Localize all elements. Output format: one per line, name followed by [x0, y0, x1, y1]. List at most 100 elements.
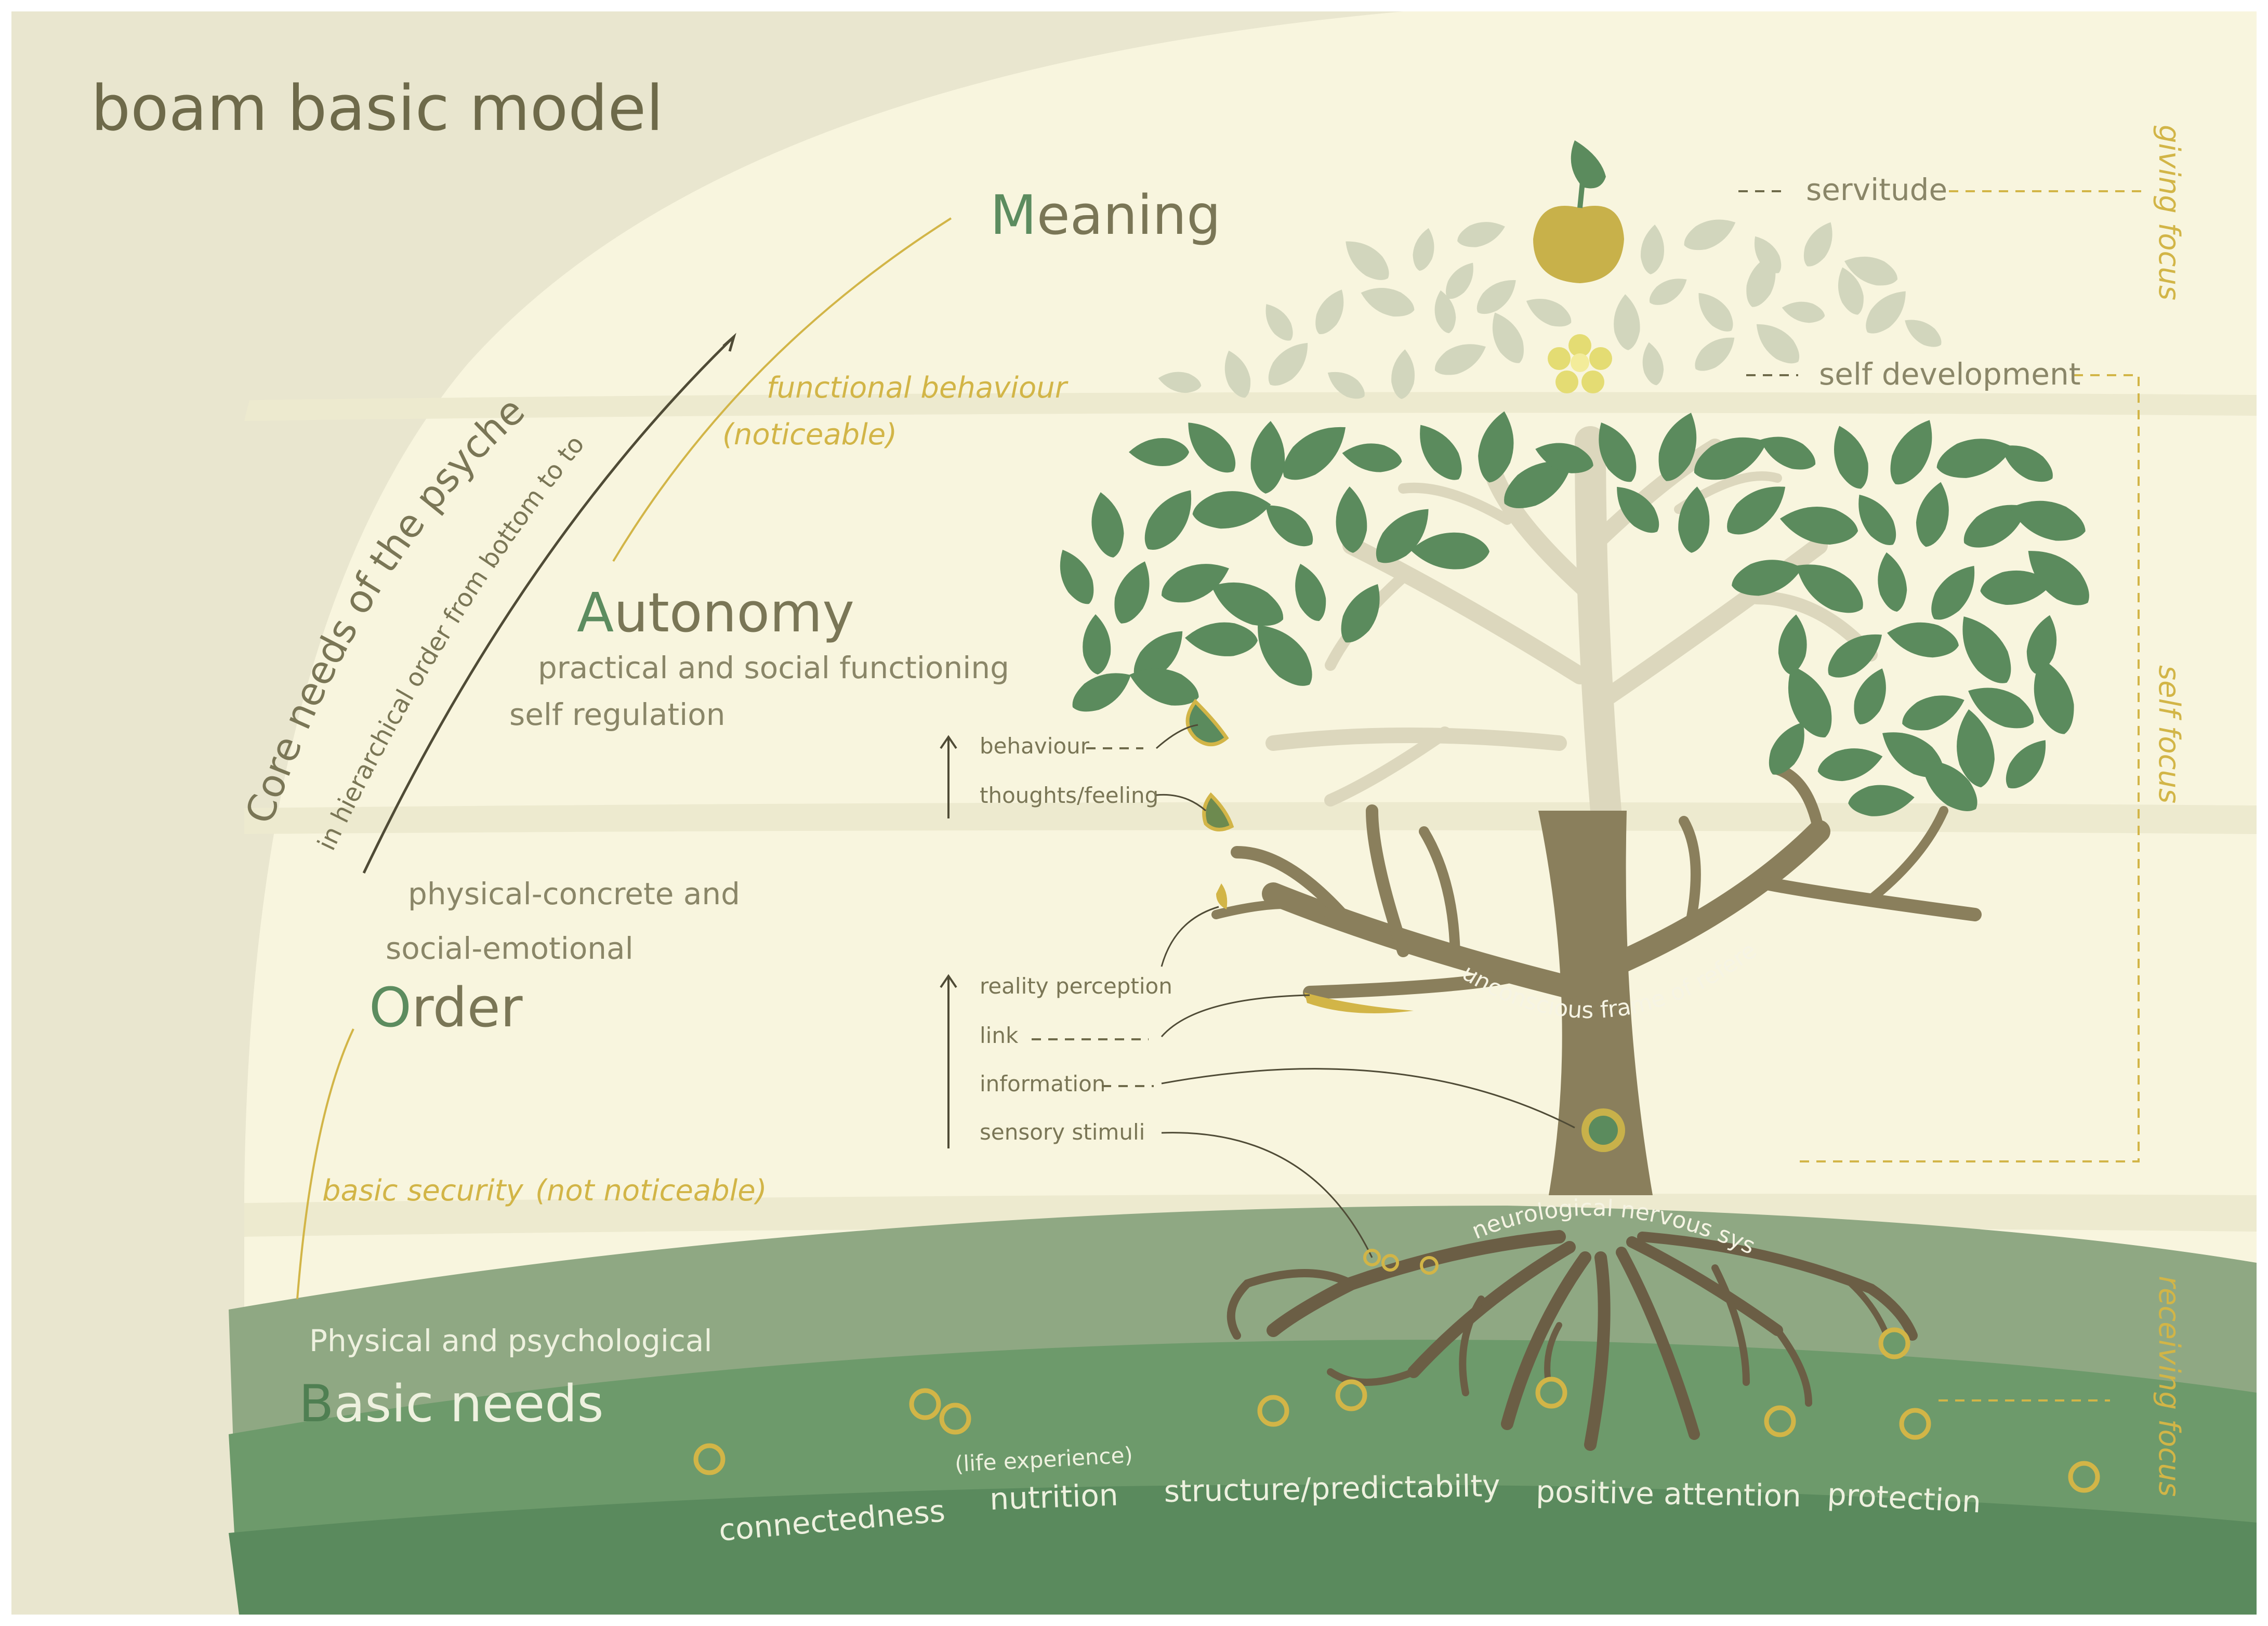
leaf-icon	[1158, 372, 1202, 393]
leaf-icon	[1420, 425, 1462, 480]
nutrient-circle-icon	[1878, 1327, 1910, 1359]
leaf-icon	[1361, 288, 1415, 317]
falling-leaves	[1185, 698, 1414, 1013]
nutrient-circle-icon	[909, 1388, 941, 1420]
autonomy-description-2: self regulation	[509, 697, 725, 732]
leaf-icon	[1754, 236, 1782, 273]
leaf-icon	[1890, 420, 1932, 485]
leaf-icon	[1265, 505, 1313, 547]
leaf-icon	[1838, 267, 1864, 315]
ground-dark	[229, 1484, 2257, 1615]
leaf-icon	[1133, 631, 1183, 680]
leaf-icon	[1188, 422, 1236, 473]
leaf-icon	[1921, 760, 1977, 811]
leaf-icon	[1268, 342, 1308, 386]
leaf-icon	[1649, 279, 1687, 305]
leaf-icon	[1727, 486, 1786, 535]
leaf-icon	[1778, 614, 1807, 675]
leaf-icon	[1129, 668, 1199, 706]
leaf-icon	[2028, 551, 2089, 605]
leaf-icon	[1476, 280, 1516, 314]
information-label: information	[980, 1071, 1105, 1096]
leaf-icon	[1258, 625, 1312, 686]
giving-focus-label: giving focus	[2152, 125, 2186, 300]
nutrient-circles	[693, 1327, 2100, 1493]
need-positive-attention: positive attention	[1536, 1474, 1802, 1514]
flower-icon	[1548, 334, 1612, 393]
basic-needs-intro: Physical and psychological	[309, 1323, 713, 1358]
thoughts-feeling-label: thoughts/feeling	[980, 783, 1158, 808]
leaf-icon	[1346, 241, 1389, 280]
level-basic-needs: Basic needs	[299, 1374, 604, 1434]
link-label: link	[980, 1023, 1019, 1048]
leaf-icon	[1905, 320, 1942, 347]
leaf-icon	[1341, 584, 1380, 643]
sensory-stimuli-label: sensory stimuli	[980, 1119, 1145, 1145]
leaf-icon	[1968, 688, 2034, 729]
leaf-icon	[1684, 219, 1736, 250]
leaf-icon	[1769, 722, 1804, 775]
leaf-icon	[1083, 614, 1111, 675]
behaviour-label: behaviour	[980, 733, 1090, 759]
leaf-icon	[1962, 616, 2011, 683]
pale-branches	[1265, 426, 1878, 826]
autonomy-description-1: practical and social functioning	[538, 650, 1009, 685]
leaf-icon	[1445, 262, 1473, 299]
divider-middle	[244, 802, 2257, 834]
order-description-1: physical-concrete and	[408, 876, 740, 911]
leaf-icon	[1980, 570, 2053, 605]
leaf-icon	[1192, 491, 1271, 529]
leaves-dark-group	[1060, 411, 2089, 816]
gold-arc-lower	[296, 1028, 354, 1300]
level-meaning: Meaning	[990, 183, 1221, 247]
leaf-icon	[1250, 421, 1285, 494]
reality-perception-label: reality perception	[980, 973, 1172, 999]
leaf-icon	[1957, 709, 1995, 788]
leaf-icon	[1144, 490, 1192, 550]
leaf-icon	[1327, 372, 1365, 399]
leaf-icon	[1695, 337, 1735, 371]
leaf-icon	[1854, 668, 1886, 724]
leaf-icon	[1902, 695, 1964, 731]
process-arrows	[940, 735, 957, 1148]
leaf-icon	[1526, 299, 1572, 327]
leaf-icon	[1658, 413, 1697, 481]
leaf-icon	[1796, 564, 1863, 613]
leaf-icon	[2006, 740, 2046, 789]
hierarchy-arrow	[362, 333, 736, 874]
leaf-icon	[1224, 350, 1251, 398]
nutrient-circle-icon	[939, 1403, 971, 1435]
focus-brackets	[1798, 190, 2141, 1402]
leaf-icon	[1844, 256, 1898, 286]
leaf-icon	[2001, 445, 2053, 482]
leaf-icon	[1732, 560, 1802, 596]
leaf-icon	[1492, 312, 1524, 363]
leaf-icon	[1858, 494, 1896, 545]
self-focus-label: self focus	[2152, 665, 2186, 803]
leaf-icon	[1060, 549, 1094, 604]
leaf-icon	[1376, 509, 1429, 563]
leaf-icon	[1887, 622, 1959, 658]
need-nutrition: nutrition	[989, 1477, 1119, 1517]
leaf-icon	[1072, 673, 1131, 712]
servitude-label: servitude	[1806, 172, 1947, 207]
leaf-icon	[1211, 582, 1284, 626]
tree-trunk	[1211, 763, 1982, 1195]
not-noticeable-label: (not noticeable)	[535, 1174, 767, 1208]
nutrient-circle-icon	[2068, 1461, 2100, 1493]
leaf-icon	[1931, 565, 1975, 620]
nutrient-circle-icon	[1899, 1408, 1931, 1440]
basic-security-label: basic security	[322, 1174, 524, 1208]
receiving-focus-label: receiving focus	[2152, 1276, 2186, 1497]
leaf-icon	[1916, 482, 1949, 547]
leaf-icon	[1782, 301, 1825, 323]
leaf-icon	[1803, 222, 1832, 267]
leaf-icon	[1834, 426, 1868, 489]
process-connectors	[1156, 724, 1575, 1258]
leaf-icon	[2010, 500, 2086, 541]
leaf-icon	[1642, 342, 1664, 386]
leaf-icon	[1599, 422, 1637, 482]
leaf-icon	[1129, 438, 1189, 466]
